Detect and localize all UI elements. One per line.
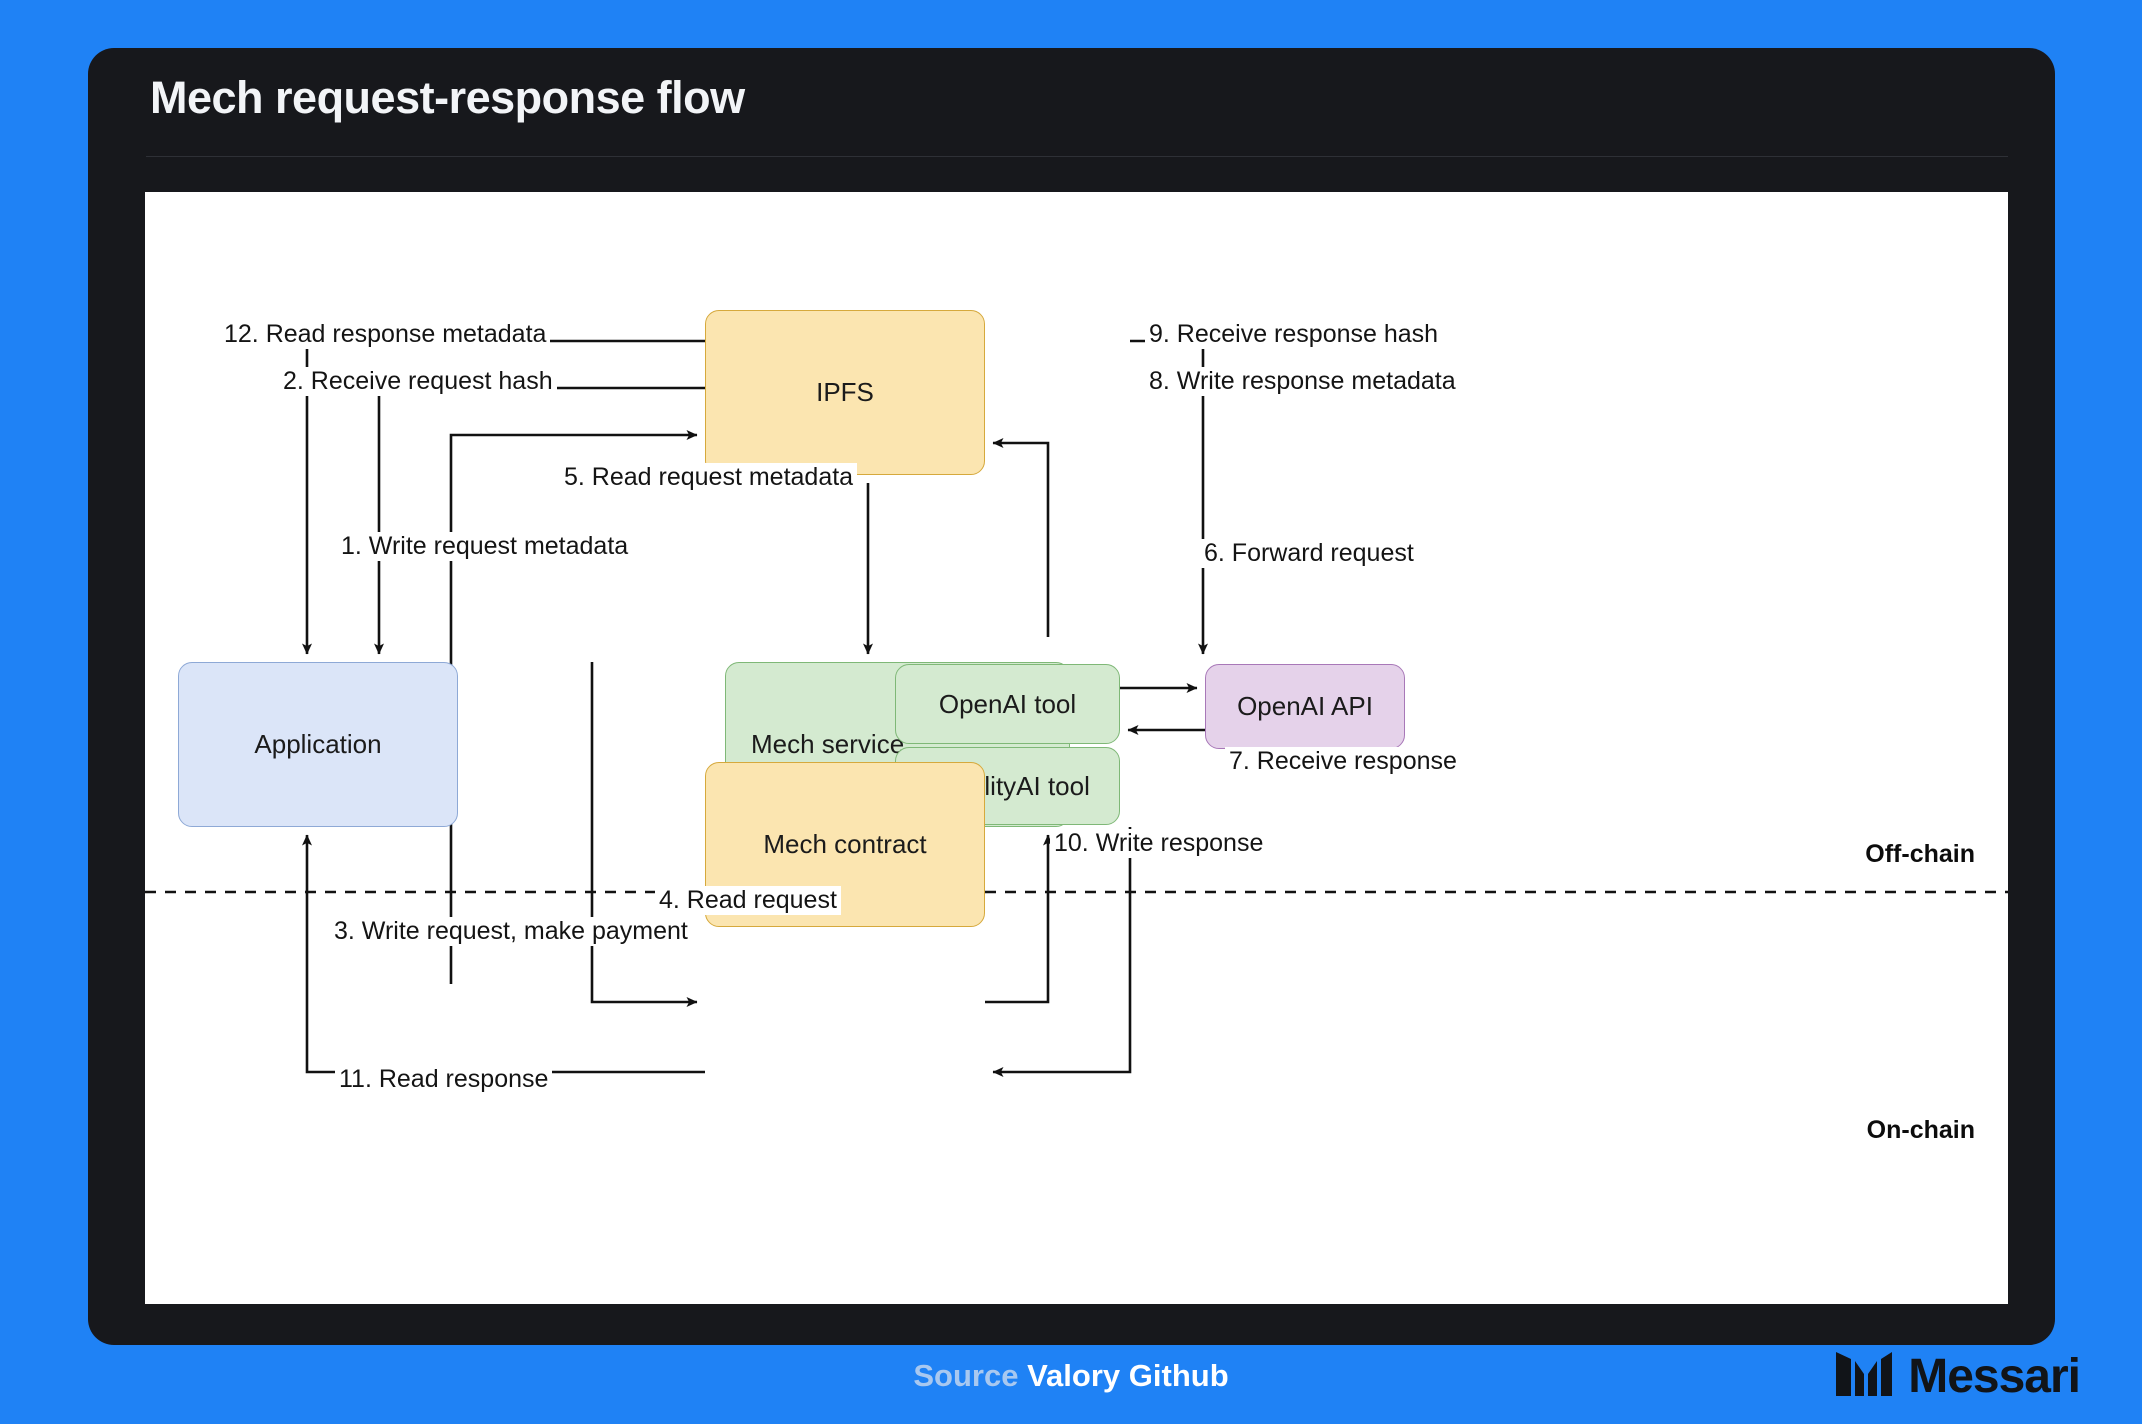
edge-label-5: 5. Read request metadata [560,463,858,492]
edge-label-8: 8. Write response metadata [1145,367,1460,396]
footer-source-word: Source [913,1358,1019,1393]
edge-label-9: 9. Receive response hash [1145,320,1443,349]
zone-label-on-chain: On-chain [1863,1116,1978,1145]
footer-source-value: Valory Github [1027,1358,1229,1393]
page-title: Mech request-response flow [150,72,745,123]
node-openai-api[interactable]: OpenAI API [1205,664,1405,749]
node-application[interactable]: Application [178,662,458,827]
edge-label-10: 10. Write response [1050,829,1268,858]
node-ipfs[interactable]: IPFS [705,310,985,475]
messari-logo: Messari [1834,1349,2081,1404]
edge-11-path [302,834,705,1074]
edge-label-7: 7. Receive response [1225,747,1461,776]
messari-wordmark: Messari [1908,1350,2081,1403]
edge-4-path [985,834,1053,1004]
node-mech-service-label: Mech service [751,729,905,759]
messari-logo-icon [1834,1350,1894,1403]
footer-source: Source Valory Github [0,1358,2142,1394]
edge-label-2: 2. Receive request hash [279,367,557,396]
edge-label-12: 12. Read response metadata [220,320,551,349]
diagram-canvas: Application IPFS Mech service OpenAI too… [145,192,2008,1304]
edge-2-path [374,386,705,655]
edge-label-3: 3. Write request, make payment [330,917,692,946]
edge-label-4: 4. Read request [655,886,841,915]
edge-3-path [590,662,698,1007]
node-openai-tool[interactable]: OpenAI tool [895,664,1120,744]
edge-10-path [992,827,1132,1077]
node-openai-tool-label: OpenAI tool [938,688,1077,719]
node-mech-contract-label: Mech contract [763,829,927,859]
title-divider [146,156,2008,157]
edge-label-11: 11. Read response [335,1065,553,1094]
edge-label-6: 6. Forward request [1200,539,1418,568]
zone-label-off-chain: Off-chain [1862,840,1978,869]
node-ipfs-label: IPFS [816,377,874,407]
node-application-label: Application [254,729,382,759]
edge-label-1: 1. Write request metadata [337,532,633,561]
edge-8-path [992,438,1050,637]
node-openai-api-label: OpenAI API [1237,691,1373,721]
